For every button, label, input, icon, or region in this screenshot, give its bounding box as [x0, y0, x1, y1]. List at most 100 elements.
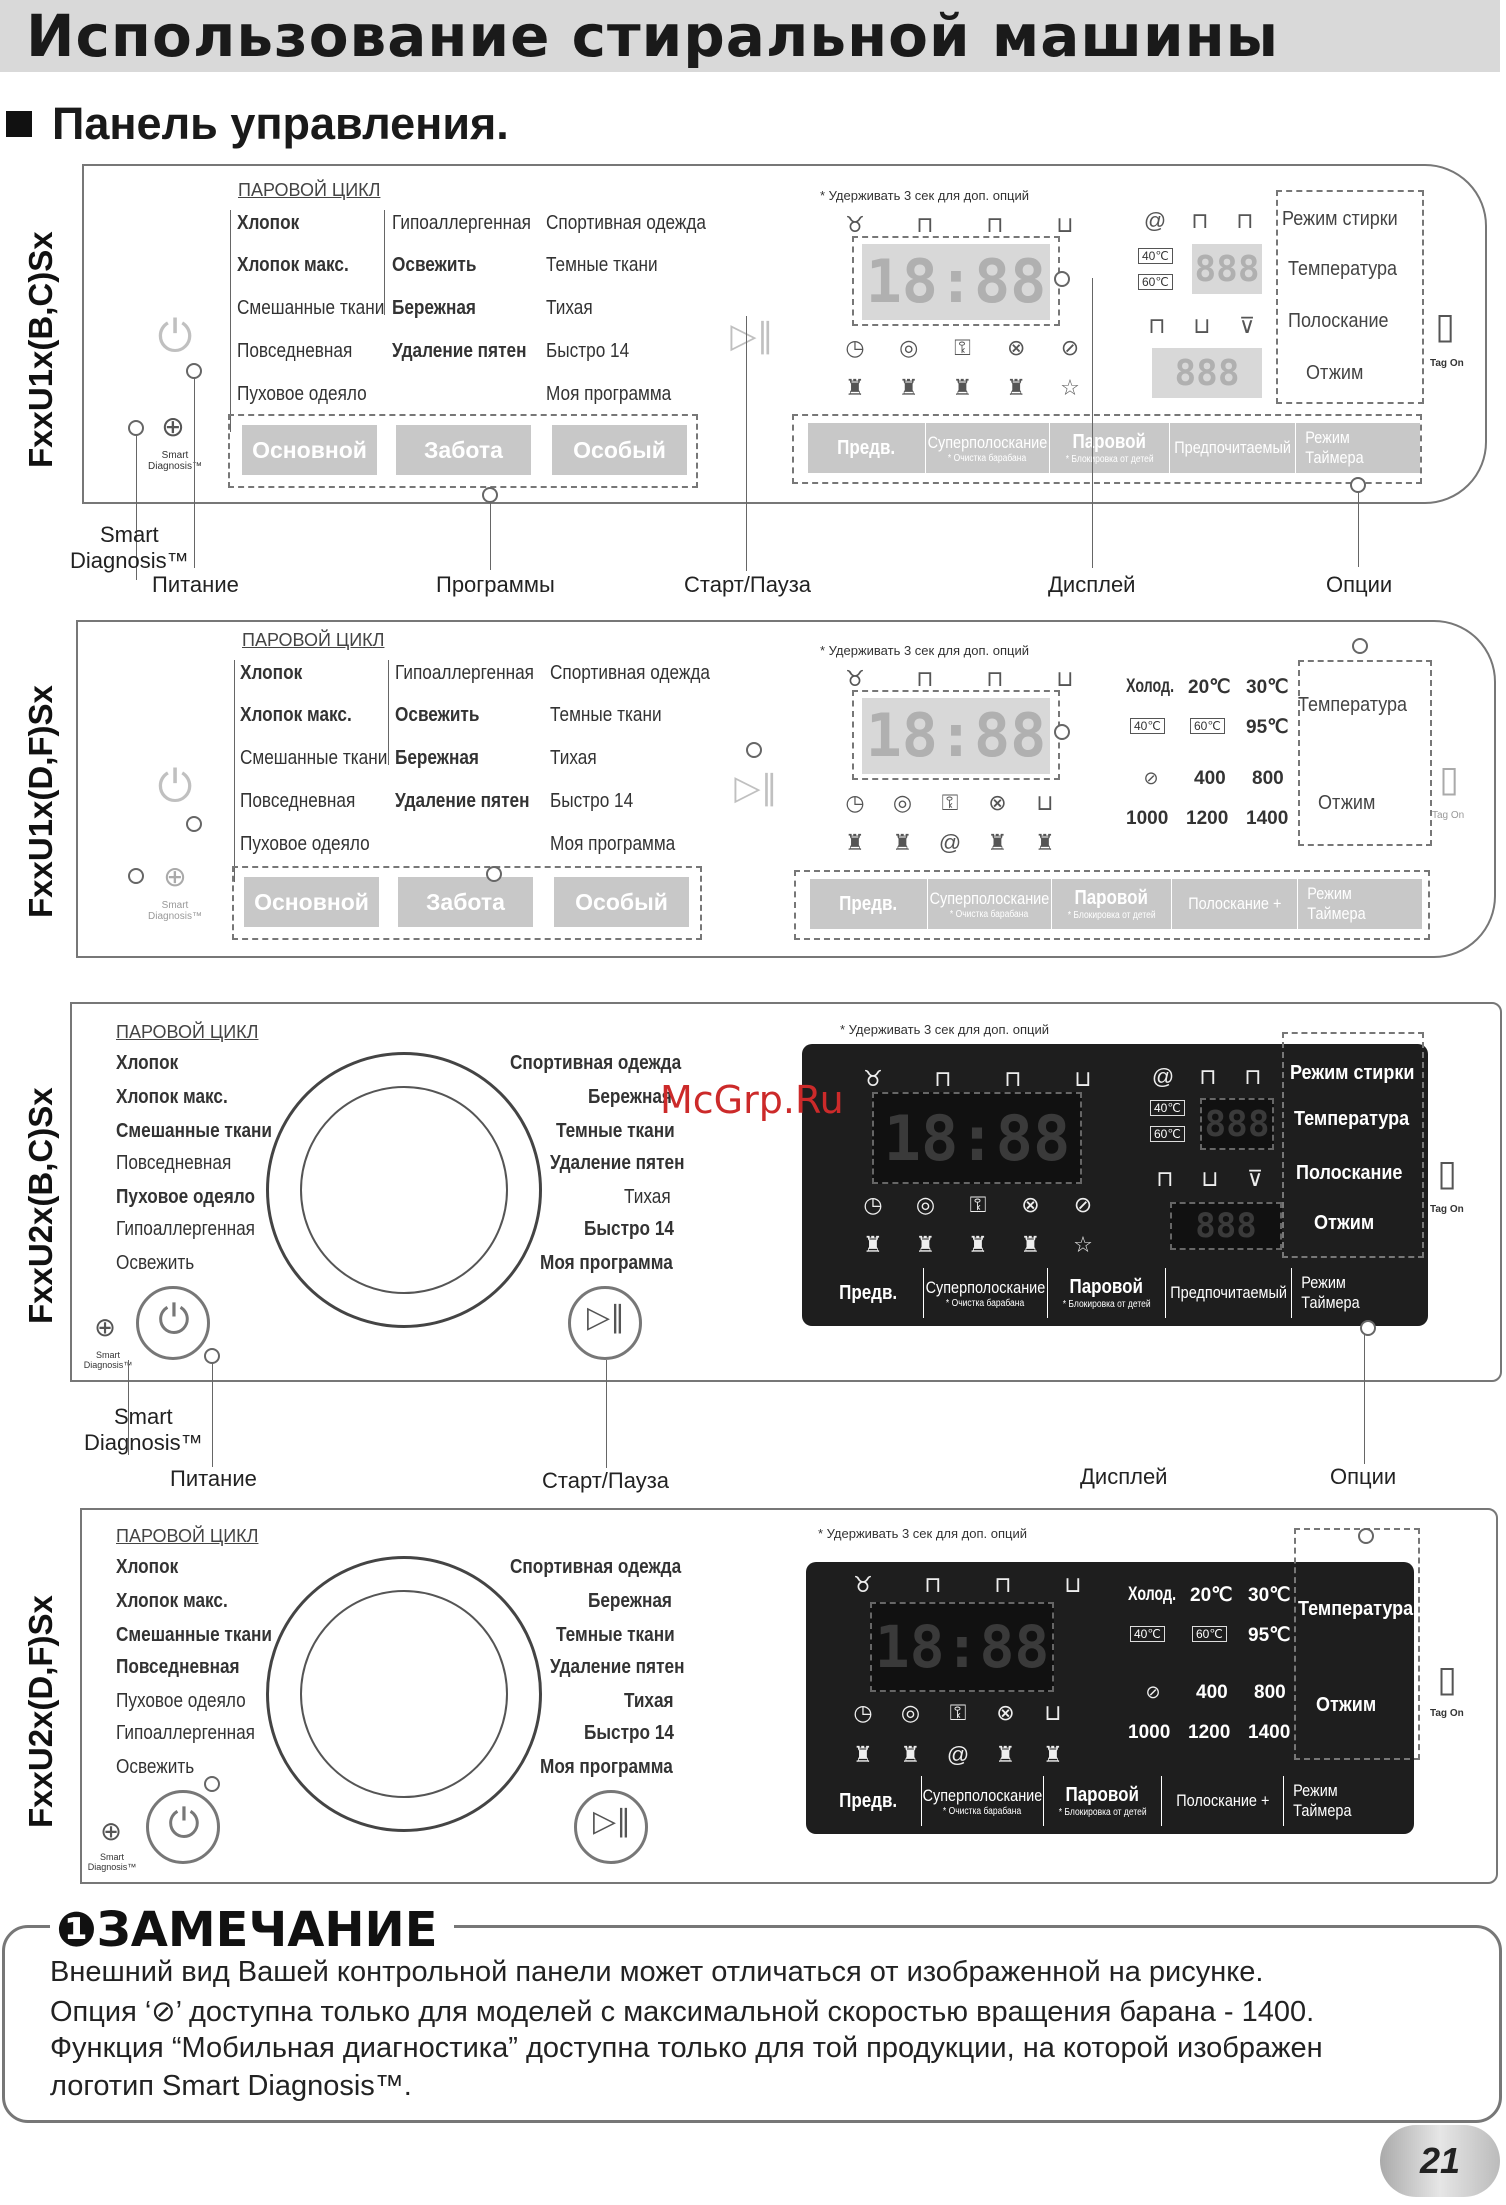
- course-button-special[interactable]: Особый: [554, 877, 689, 927]
- option-prewash[interactable]: Предв.: [810, 879, 928, 929]
- option-washmode[interactable]: Режим стирки: [1282, 208, 1398, 230]
- program-sport[interactable]: Спортивная одежда: [550, 662, 710, 684]
- program-delicate[interactable]: Бережная: [392, 297, 476, 319]
- program-refresh[interactable]: Освежить: [116, 1252, 195, 1274]
- program-duvet[interactable]: Пуховое одеяло: [240, 833, 370, 855]
- program-quick14[interactable]: Быстро 14: [584, 1722, 674, 1744]
- program-dark[interactable]: Темные ткани: [546, 254, 658, 276]
- option-steam[interactable]: Паровой* Блокировка от детей: [1052, 879, 1172, 929]
- program-refresh[interactable]: Освежить: [395, 704, 480, 726]
- program-hypo[interactable]: Гипоаллергенная: [395, 662, 534, 684]
- option-rinse[interactable]: Полоскание: [1288, 310, 1389, 332]
- option-timer[interactable]: Режим Таймера: [1298, 879, 1422, 929]
- option-steam[interactable]: Паровой* Блокировка от детей: [1048, 1268, 1166, 1318]
- program-stain[interactable]: Удаление пятен: [550, 1152, 685, 1174]
- option-favorite[interactable]: Предпочитаемый: [1166, 1268, 1292, 1318]
- option-super-rinse[interactable]: Суперполоскание* Очистка барабана: [926, 423, 1050, 473]
- option-spin[interactable]: Отжим: [1314, 1212, 1375, 1234]
- program-refresh[interactable]: Освежить: [392, 254, 477, 276]
- option-rinse[interactable]: Полоскание: [1296, 1162, 1403, 1184]
- program-cotton-max[interactable]: Хлопок макс.: [116, 1590, 228, 1612]
- option-temperature[interactable]: Температура: [1298, 694, 1408, 716]
- power-icon[interactable]: ⏻: [157, 312, 193, 361]
- start-pause-icon[interactable]: ▷∥: [730, 317, 774, 355]
- program-hypo[interactable]: Гипоаллергенная: [116, 1218, 255, 1240]
- option-timer[interactable]: Режим Таймера: [1301, 1273, 1360, 1312]
- option-favorite[interactable]: Предпочитаемый: [1170, 423, 1296, 473]
- option-steam[interactable]: Паровой* Блокировка от детей: [1044, 1776, 1162, 1826]
- program-daily[interactable]: Повседневная: [116, 1152, 232, 1174]
- program-mixed[interactable]: Смешанные ткани: [240, 747, 388, 769]
- program-quiet[interactable]: Тихая: [624, 1690, 674, 1712]
- option-washmode[interactable]: Режим стирки: [1290, 1062, 1415, 1084]
- power-icon[interactable]: ⏻: [157, 762, 193, 811]
- program-quick14[interactable]: Быстро 14: [584, 1218, 674, 1240]
- program-my[interactable]: Моя программа: [540, 1756, 673, 1778]
- program-sport[interactable]: Спортивная одежда: [546, 212, 706, 234]
- option-temperature[interactable]: Температура: [1288, 258, 1398, 280]
- program-quick14[interactable]: Быстро 14: [546, 340, 630, 362]
- option-prewash[interactable]: Предв.: [814, 1268, 924, 1318]
- program-delicate[interactable]: Бережная: [588, 1086, 672, 1108]
- power-button[interactable]: [136, 1286, 210, 1360]
- program-hypo[interactable]: Гипоаллергенная: [392, 212, 531, 234]
- course-button-care[interactable]: Забота: [396, 425, 531, 475]
- option-super-rinse[interactable]: Суперполоскание* Очистка барабана: [922, 1776, 1044, 1826]
- program-quiet[interactable]: Тихая: [624, 1186, 671, 1208]
- program-daily[interactable]: Повседневная: [237, 340, 353, 362]
- start-pause-button[interactable]: [568, 1286, 642, 1360]
- option-timer[interactable]: Режим Таймера: [1296, 423, 1420, 473]
- option-rinse-plus[interactable]: Полоскание +: [1172, 879, 1298, 929]
- program-stain[interactable]: Удаление пятен: [395, 790, 530, 812]
- program-quiet[interactable]: Тихая: [546, 297, 593, 319]
- program-cotton[interactable]: Хлопок: [116, 1052, 179, 1074]
- option-spin[interactable]: Отжим: [1318, 792, 1376, 814]
- course-button-main[interactable]: Основной: [242, 425, 377, 475]
- program-duvet[interactable]: Пуховое одеяло: [237, 383, 367, 405]
- option-super-rinse[interactable]: Суперполоскание* Очистка барабана: [924, 1268, 1048, 1318]
- option-rinse-plus[interactable]: Полоскание +: [1162, 1776, 1284, 1826]
- program-stain[interactable]: Удаление пятен: [392, 340, 527, 362]
- program-quiet[interactable]: Тихая: [550, 747, 597, 769]
- option-prewash[interactable]: Предв.: [808, 423, 926, 473]
- course-button-main[interactable]: Основной: [244, 877, 379, 927]
- program-sport[interactable]: Спортивная одежда: [510, 1556, 682, 1578]
- start-pause-icon[interactable]: ▷∥: [734, 769, 778, 807]
- program-duvet[interactable]: Пуховое одеяло: [116, 1186, 255, 1208]
- program-mixed[interactable]: Смешанные ткани: [237, 297, 385, 319]
- option-temperature[interactable]: Температура: [1298, 1598, 1414, 1620]
- program-cotton[interactable]: Хлопок: [240, 662, 303, 684]
- course-button-care[interactable]: Забота: [398, 877, 533, 927]
- program-daily[interactable]: Повседневная: [116, 1656, 240, 1678]
- program-cotton-max[interactable]: Хлопок макс.: [237, 254, 349, 276]
- program-cotton[interactable]: Хлопок: [237, 212, 300, 234]
- program-dark[interactable]: Темные ткани: [550, 704, 662, 726]
- option-super-rinse[interactable]: Суперполоскание* Очистка барабана: [928, 879, 1052, 929]
- program-my[interactable]: Моя программа: [540, 1252, 673, 1274]
- program-hypo[interactable]: Гипоаллергенная: [116, 1722, 255, 1744]
- program-cotton-max[interactable]: Хлопок макс.: [116, 1086, 228, 1108]
- program-daily[interactable]: Повседневная: [240, 790, 356, 812]
- program-mixed[interactable]: Смешанные ткани: [116, 1624, 272, 1646]
- option-prewash[interactable]: Предв.: [816, 1776, 922, 1826]
- course-button-special[interactable]: Особый: [552, 425, 687, 475]
- option-spin[interactable]: Отжим: [1306, 362, 1364, 384]
- start-pause-button[interactable]: [574, 1790, 648, 1864]
- option-spin[interactable]: Отжим: [1316, 1694, 1377, 1716]
- program-delicate[interactable]: Бережная: [588, 1590, 672, 1612]
- program-sport[interactable]: Спортивная одежда: [510, 1052, 682, 1074]
- option-timer[interactable]: Режим Таймера: [1293, 1781, 1352, 1820]
- program-dark[interactable]: Темные ткани: [556, 1624, 675, 1646]
- program-duvet[interactable]: Пуховое одеяло: [116, 1690, 246, 1712]
- option-steam[interactable]: Паровой* Блокировка от детей: [1050, 423, 1170, 473]
- program-cotton[interactable]: Хлопок: [116, 1556, 179, 1578]
- program-dark[interactable]: Темные ткани: [556, 1120, 675, 1142]
- program-my[interactable]: Моя программа: [550, 833, 676, 855]
- program-quick14[interactable]: Быстро 14: [550, 790, 634, 812]
- program-mixed[interactable]: Смешанные ткани: [116, 1120, 272, 1142]
- power-button[interactable]: [146, 1790, 220, 1864]
- option-temperature[interactable]: Температура: [1294, 1108, 1410, 1130]
- program-my[interactable]: Моя программа: [546, 383, 672, 405]
- program-cotton-max[interactable]: Хлопок макс.: [240, 704, 352, 726]
- program-refresh[interactable]: Освежить: [116, 1756, 195, 1778]
